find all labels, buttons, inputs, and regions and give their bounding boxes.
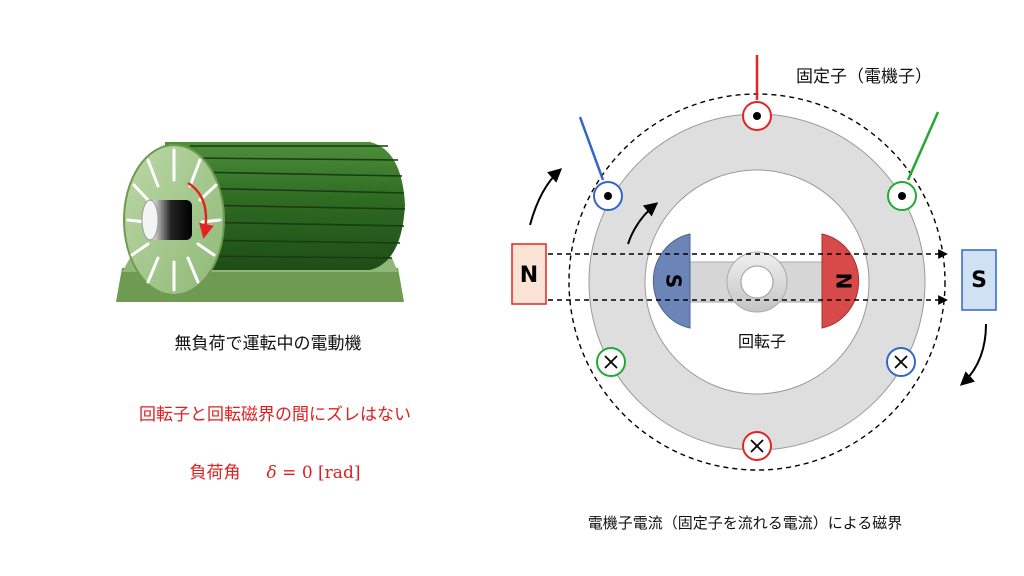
motor-illustration: [116, 142, 406, 302]
rotor-shaft-hole: [740, 265, 774, 299]
cross-icon: [894, 355, 908, 369]
coil-red-cross: [742, 431, 772, 461]
cross-icon: [750, 439, 764, 453]
motor-cooling-fins: [189, 145, 406, 259]
rotor-pole-south: [652, 233, 691, 329]
field-pole-north-label: N: [520, 263, 538, 288]
motor-rotation-arrow: [187, 181, 214, 239]
dot-icon: [753, 112, 761, 120]
coil-blue-dot: [593, 181, 623, 211]
field-pole-south-label: S: [971, 268, 987, 293]
coil-lead-blue: [578, 116, 605, 181]
motor-caption: 無負荷で運転中の電動機: [174, 334, 362, 354]
stator-diagram: S N N S: [511, 55, 997, 471]
motor-shaft-end: [141, 199, 159, 241]
coil-blue-cross: [886, 347, 916, 377]
motor-end-spokes: [126, 148, 222, 292]
load-angle-symbol: δ: [266, 463, 277, 483]
cross-icon: [604, 355, 618, 369]
rotor: S N: [652, 233, 860, 329]
dot-icon: [604, 192, 612, 200]
field-pole-south: [961, 249, 997, 311]
no-offset-note: 回転子と回転磁界の間にズレはない: [139, 405, 411, 425]
rotor-pole-north: [821, 233, 860, 329]
rotor-pole-south-label: S: [662, 274, 686, 288]
motor-shaft: [150, 200, 192, 240]
armature-field-caption: 電機子電流（固定子を流れる電流）による磁界: [587, 514, 903, 532]
coil-lead-green: [906, 111, 940, 181]
dot-icon: [898, 192, 906, 200]
field-rotation-arrow-right: [959, 323, 987, 386]
rotor-rotation-arrow: [627, 202, 659, 245]
load-angle: 負荷角 δ = 0 [rad]: [110, 458, 440, 483]
stator-label: 固定子（電機子）: [796, 67, 932, 87]
coil-green-cross: [596, 347, 626, 377]
load-angle-unit: [rad]: [318, 463, 361, 483]
coil-green-dot: [887, 181, 917, 211]
field-rotation-arrow-left: [529, 168, 563, 226]
field-pole-north: [511, 243, 547, 305]
load-angle-label: 負荷角: [189, 463, 241, 483]
rotor-label: 回転子: [738, 332, 787, 351]
load-angle-expr: = 0: [276, 463, 319, 483]
coil-red-dot: [742, 101, 772, 131]
rotor-pole-north-label: N: [832, 273, 856, 290]
